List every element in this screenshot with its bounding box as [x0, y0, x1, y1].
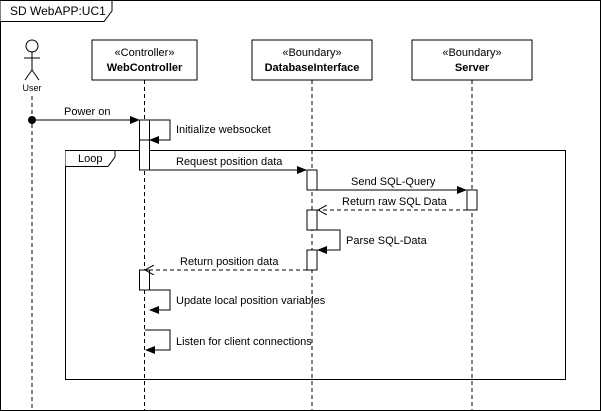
actor-head: [25, 39, 39, 53]
activation-webcontroller-loop: [139, 139, 150, 171]
message-power-on: Power on: [64, 106, 110, 118]
activation-databaseinterface-request: [306, 169, 318, 191]
activation-webcontroller-init: [139, 119, 150, 141]
message-return-position: Return position data: [180, 256, 279, 268]
activation-server: [466, 189, 478, 211]
actor-user: User: [22, 39, 42, 93]
message-send-sql: Send SQL-Query: [351, 176, 436, 188]
participant-box: [91, 39, 198, 81]
message-update-local-arrow: [149, 289, 171, 314]
loop-fragment: [65, 150, 566, 380]
participant-name: WebController: [107, 62, 183, 74]
message-init-websocket-arrow: [149, 119, 171, 144]
participant-box: [251, 39, 373, 81]
loop-label-tab: [65, 150, 116, 167]
loop-label: Loop: [78, 153, 102, 165]
message-parse-sql: Parse SQL-Data: [346, 235, 428, 247]
message-listen-clients-arrow: [145, 329, 171, 354]
message-return-raw-sql: Return raw SQL Data: [342, 196, 448, 208]
message-parse-sql-arrow: [317, 229, 341, 254]
actor-leg-left: [24, 69, 33, 81]
actor-leg-right: [31, 69, 40, 81]
message-request-position: Request position data: [176, 156, 283, 168]
participant-stereotype: «Controller»: [115, 47, 175, 59]
participant-databaseinterface: «Boundary» DatabaseInterface: [251, 39, 373, 81]
message-start-dot: [28, 116, 36, 124]
participant-box: [411, 39, 533, 81]
participant-name: Server: [455, 62, 490, 74]
activation-databaseinterface-parse: [306, 249, 318, 271]
participant-webcontroller: «Controller» WebController: [91, 39, 198, 81]
activation-webcontroller-update: [139, 269, 150, 291]
message-listen-clients: Listen for client connections: [176, 336, 312, 348]
participant-stereotype: «Boundary»: [282, 47, 341, 59]
participant-server: «Boundary» Server: [411, 39, 533, 81]
participant-name: DatabaseInterface: [265, 62, 360, 74]
activation-databaseinterface-raw: [306, 209, 318, 231]
frame-title-tab: [0, 0, 113, 22]
message-update-local: Update local position variables: [176, 295, 326, 307]
message-init-websocket: Initialize websocket: [176, 124, 271, 136]
frame-title: SD WebAPP:UC1: [10, 4, 106, 18]
actor-name: User: [22, 83, 41, 93]
participant-stereotype: «Boundary»: [442, 47, 501, 59]
